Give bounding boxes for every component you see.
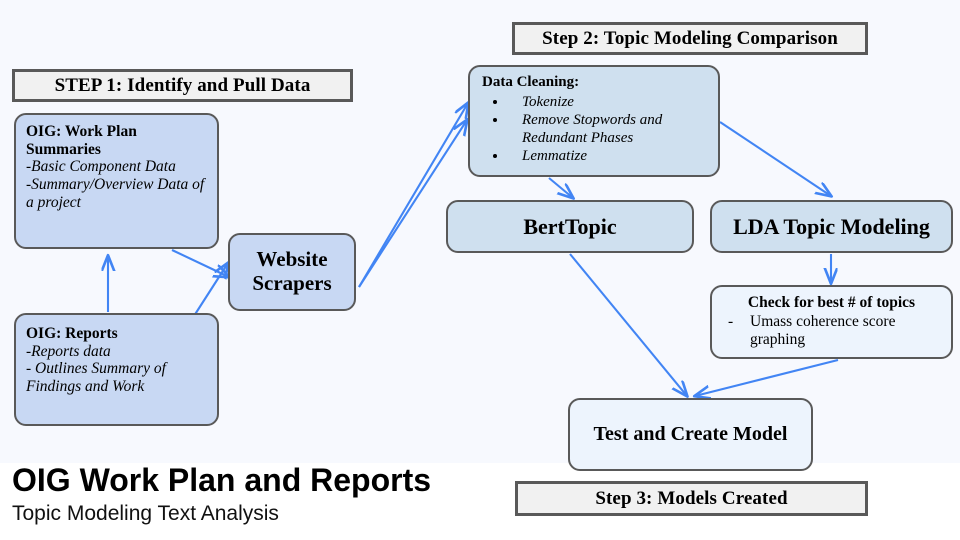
node-oig-work-plan-summaries[interactable]: OIG: Work Plan Summaries -Basic Componen…	[14, 113, 219, 249]
node-oig-reports-line-1: -Reports data	[26, 342, 111, 360]
node-oig-work-plan-summaries-line-2: -Summary/Overview Data of a project	[26, 175, 205, 211]
dash-marker-icon: -	[728, 312, 734, 330]
banner-step-1-label: STEP 1: Identify and Pull Data	[54, 74, 311, 96]
node-data-cleaning-bullet-2: Remove Stopwords and Redundant Phases	[508, 111, 710, 147]
banner-step-2: Step 2: Topic Modeling Comparison	[512, 22, 868, 55]
node-data-cleaning-bullet-3: Lemmatize	[508, 147, 710, 165]
node-check-best-topics[interactable]: Check for best # of topics - Umass coher…	[710, 285, 953, 359]
node-test-and-create-model[interactable]: Test and Create Model	[568, 398, 813, 471]
node-oig-reports[interactable]: OIG: Reports -Reports data - Outlines Su…	[14, 313, 219, 426]
banner-step-2-label: Step 2: Topic Modeling Comparison	[542, 27, 838, 49]
slide-title: OIG Work Plan and Reports	[12, 462, 432, 498]
slide-title-block: OIG Work Plan and Reports Topic Modeling…	[10, 462, 530, 540]
node-data-cleaning[interactable]: Data Cleaning: Tokenize Remove Stopwords…	[468, 65, 720, 177]
node-test-and-create-model-label: Test and Create Model	[593, 423, 788, 445]
node-oig-work-plan-summaries-line-1: -Basic Component Data	[26, 158, 176, 176]
node-check-best-topics-item: Umass coherence score graphing	[750, 312, 896, 349]
node-lda-topic-modeling[interactable]: LDA Topic Modeling	[710, 200, 953, 253]
node-data-cleaning-title: Data Cleaning:	[482, 74, 580, 90]
node-website-scrapers-line-1: Website	[256, 247, 328, 272]
node-website-scrapers-line-2: Scrapers	[252, 271, 332, 295]
node-check-best-topics-item-row: - Umass coherence score graphing	[722, 313, 941, 350]
node-bert-topic-label: BertTopic	[523, 213, 617, 239]
node-check-best-topics-title: Check for best # of topics	[747, 294, 916, 312]
node-oig-reports-line-2: - Outlines Summary of Findings and Work	[26, 360, 166, 395]
slide-subtitle: Topic Modeling Text Analysis	[12, 501, 279, 525]
banner-step-1: STEP 1: Identify and Pull Data	[12, 69, 353, 102]
node-bert-topic[interactable]: BertTopic	[446, 200, 694, 253]
node-oig-work-plan-summaries-title: OIG: Work Plan Summaries	[26, 123, 137, 158]
node-oig-reports-title: OIG: Reports	[26, 325, 118, 342]
node-lda-topic-modeling-label: LDA Topic Modeling	[733, 213, 930, 239]
banner-step-3: Step 3: Models Created	[515, 481, 868, 516]
node-data-cleaning-bullet-1: Tokenize	[508, 93, 710, 111]
banner-step-3-label: Step 3: Models Created	[595, 487, 788, 509]
node-website-scrapers[interactable]: Website Scrapers	[228, 233, 356, 311]
node-data-cleaning-bullets: Tokenize Remove Stopwords and Redundant …	[482, 93, 710, 165]
